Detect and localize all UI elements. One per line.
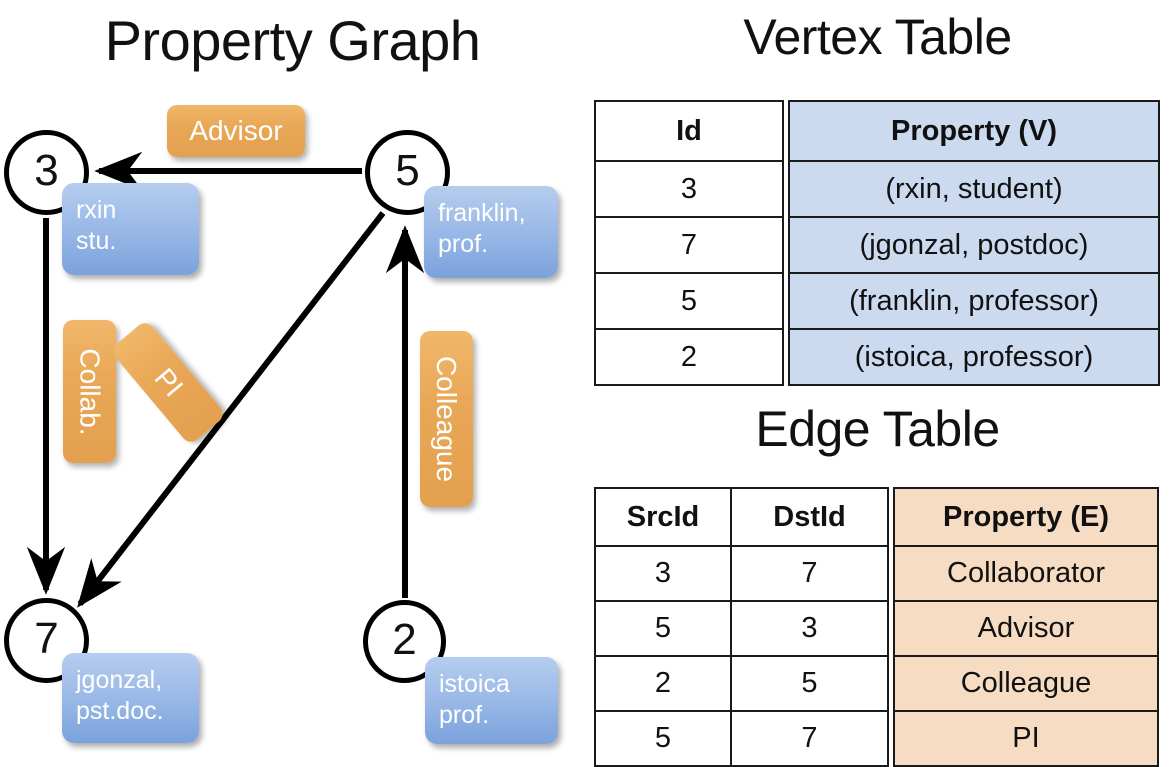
- vertex-table-row: 3 (rxin, student): [594, 160, 1160, 218]
- edge-label-advisor: Advisor: [167, 105, 305, 157]
- edge-row-0-dst: 7: [730, 545, 889, 602]
- vertex-row-3-id: 2: [594, 328, 784, 386]
- vertex-table-row: 7 (jgonzal, postdoc): [594, 216, 1160, 274]
- edge-table: SrcId DstId Property (E) 3 7 Collaborato…: [594, 487, 1159, 767]
- graph-node-5[interactable]: 5: [365, 130, 450, 215]
- property-graph-diagram: 3 5 7 2 rxin stu. franklin, prof. jgonza…: [0, 0, 585, 760]
- graph-node-7-label: 7: [34, 613, 59, 663]
- vertex-row-2-property: (franklin, professor): [788, 272, 1160, 330]
- edge-row-1-dst: 3: [730, 600, 889, 657]
- edge-label-colleague-text: Colleague: [431, 355, 463, 483]
- edge-table-row: 5 7 PI: [594, 710, 1159, 767]
- vertex-table-header-id: Id: [594, 100, 784, 162]
- vertex-row-1-id: 7: [594, 216, 784, 274]
- edge-row-1-src: 5: [594, 600, 732, 657]
- edge-table-row: 2 5 Colleague: [594, 655, 1159, 712]
- edge-label-pi-text: PI: [148, 362, 189, 403]
- edge-table-header-dstid: DstId: [730, 487, 889, 547]
- node-property-box-istoica: istoica prof.: [425, 657, 558, 744]
- graph-node-2-label: 2: [392, 614, 417, 664]
- edge-table-header-property: Property (E): [893, 487, 1159, 547]
- vertex-row-0-property: (rxin, student): [788, 160, 1160, 218]
- vertex-row-2-id: 5: [594, 272, 784, 330]
- edge-label-colleague: Colleague: [420, 331, 473, 507]
- vertex-table-row: 5 (franklin, professor): [594, 272, 1160, 330]
- edge-row-3-dst: 7: [730, 710, 889, 767]
- vertex-row-1-property: (jgonzal, postdoc): [788, 216, 1160, 274]
- edge-label-advisor-text: Advisor: [189, 115, 283, 146]
- vertex-table-row: 2 (istoica, professor): [594, 328, 1160, 386]
- graph-edge-5-7: [77, 211, 386, 608]
- vertex-table-header-row: Id Property (V): [594, 100, 1160, 162]
- vertex-table: Id Property (V) 3 (rxin, student) 7 (jgo…: [594, 100, 1160, 386]
- vertex-row-3-property: (istoica, professor): [788, 328, 1160, 386]
- vertex-table-header-property: Property (V): [788, 100, 1160, 162]
- edge-row-0-property: Collaborator: [893, 545, 1159, 602]
- node-property-box-rxin: rxin stu.: [62, 183, 199, 275]
- edge-table-header-srcid: SrcId: [594, 487, 732, 547]
- edge-label-collab: Collab.: [63, 320, 116, 463]
- node-property-box-franklin: franklin, prof.: [424, 186, 558, 278]
- page-title-property-graph: Property Graph: [104, 9, 481, 72]
- edge-row-2-src: 2: [594, 655, 732, 712]
- graph-node-3-label: 3: [34, 145, 59, 195]
- edge-row-2-dst: 5: [730, 655, 889, 712]
- edge-table-header-row: SrcId DstId Property (E): [594, 487, 1159, 547]
- edge-label-collab-text: Collab.: [74, 347, 106, 436]
- edge-row-1-property: Advisor: [893, 600, 1159, 657]
- node-property-box-jgonzal: jgonzal, pst.doc.: [62, 653, 199, 743]
- graph-edge-lines: [26, 151, 425, 608]
- edge-table-row: 3 7 Collaborator: [594, 545, 1159, 602]
- page-title-vertex-table: Vertex Table: [743, 9, 1012, 65]
- graph-node-2[interactable]: 2: [363, 600, 446, 683]
- graph-node-5-label: 5: [395, 145, 420, 195]
- edge-row-3-src: 5: [594, 710, 732, 767]
- edge-row-0-src: 3: [594, 545, 732, 602]
- edge-row-2-property: Colleague: [893, 655, 1159, 712]
- edge-row-3-property: PI: [893, 710, 1159, 767]
- edge-table-row: 5 3 Advisor: [594, 600, 1159, 657]
- page-title-edge-table: Edge Table: [755, 401, 1000, 457]
- vertex-row-0-id: 3: [594, 160, 784, 218]
